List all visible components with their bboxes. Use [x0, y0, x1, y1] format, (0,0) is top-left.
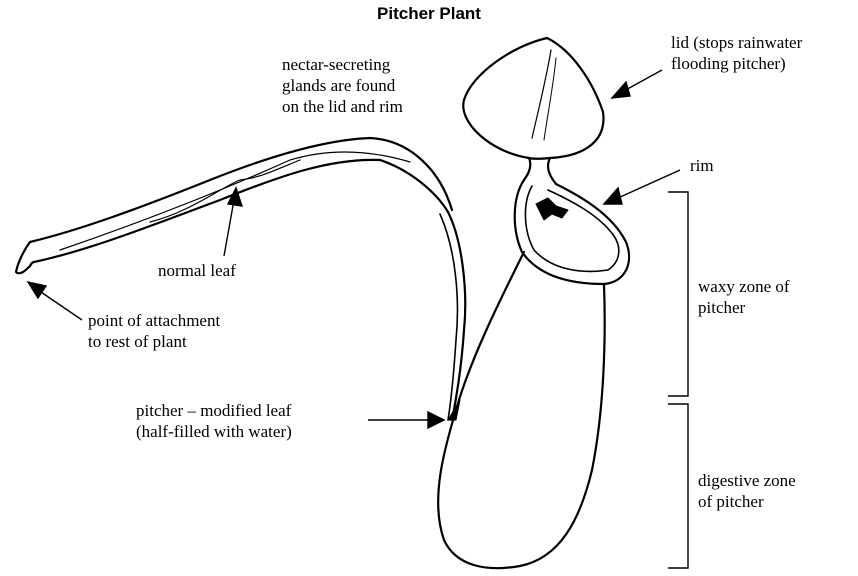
pitcher-body [438, 252, 605, 568]
leaf-base [16, 242, 34, 273]
label-waxy-zone: waxy zone of pitcher [698, 276, 790, 318]
label-pitcher: pitcher – modified leaf (half-filled wit… [136, 400, 292, 442]
pitcher-arrow [428, 412, 444, 428]
label-nectar-glands: nectar-secreting glands are found on the… [282, 54, 403, 117]
attachment-arrow [28, 282, 46, 298]
label-attachment: point of attachment to rest of plant [88, 310, 220, 352]
label-digestive-zone: digestive zone of pitcher [698, 470, 796, 512]
diagram-title: Pitcher Plant [0, 0, 858, 24]
waxy-zone-bracket [668, 192, 688, 396]
lid-shape [463, 38, 603, 159]
label-lid: lid (stops rainwater flooding pitcher) [671, 32, 802, 74]
digestive-zone-bracket [668, 404, 688, 568]
normal-leaf [30, 138, 452, 242]
lid-highlight [532, 50, 551, 138]
label-normal-leaf: normal leaf [158, 260, 236, 281]
nectar-glands [536, 198, 568, 220]
rim-arrow [604, 188, 622, 204]
label-rim: rim [690, 155, 714, 176]
lid-arrow [612, 82, 630, 98]
lid-neck [524, 158, 556, 184]
